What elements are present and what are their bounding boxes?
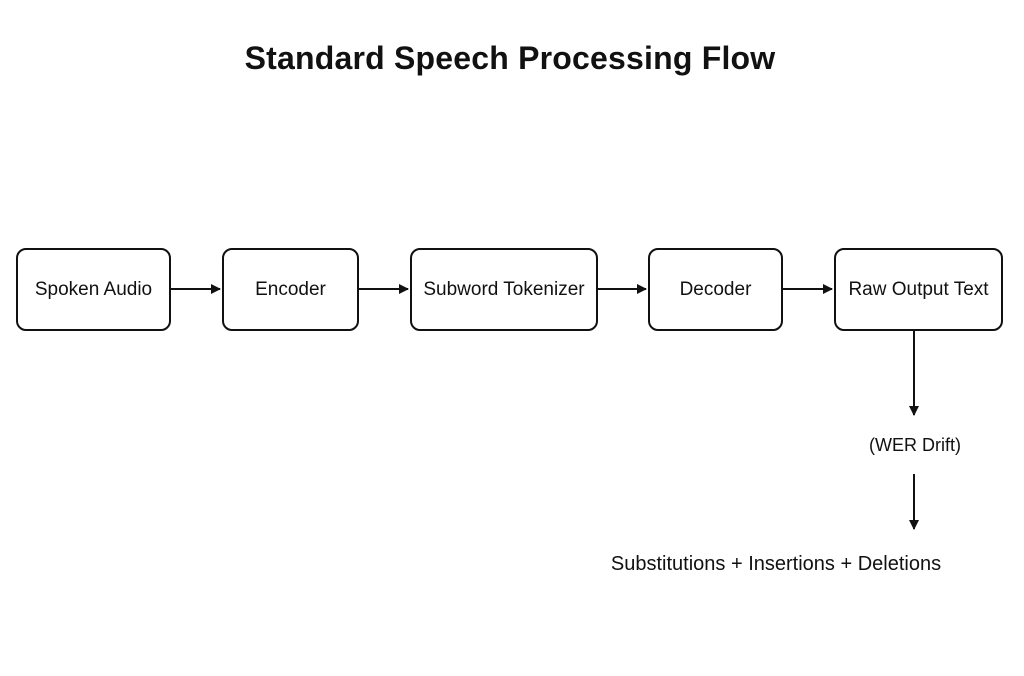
wer-drift-label: (WER Drift) (869, 435, 961, 455)
node-encoder: Encoder (222, 248, 359, 331)
node-spoken-audio: Spoken Audio (16, 248, 171, 331)
node-subword-tokenizer: Subword Tokenizer (410, 248, 598, 331)
node-raw-output-text: Raw Output Text (834, 248, 1003, 331)
node-decoder: Decoder (648, 248, 783, 331)
error-formula-label: Substitutions + Insertions + Deletions (610, 553, 942, 575)
diagram-title: Standard Speech Processing Flow (244, 40, 776, 76)
